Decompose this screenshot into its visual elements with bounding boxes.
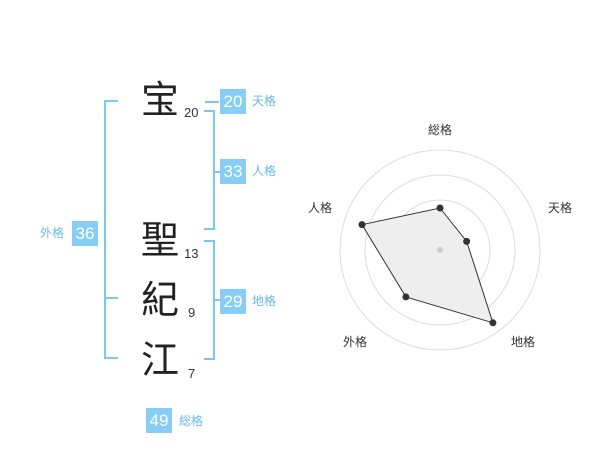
soukaku-value: 49 bbox=[146, 408, 172, 433]
radar-value-polygon bbox=[361, 207, 494, 324]
gaikaku-bracket-top bbox=[104, 100, 118, 102]
radar-point-3 bbox=[402, 293, 410, 301]
jinkaku-bracket-bottom bbox=[204, 228, 215, 230]
name-char-2: 聖 bbox=[141, 218, 180, 262]
soukaku-label: 総格 bbox=[179, 414, 204, 428]
jinkaku-value: 33 bbox=[220, 159, 246, 184]
radar-point-1 bbox=[463, 237, 471, 245]
jinkaku-bracket-vertical bbox=[213, 110, 215, 230]
chikaku-bracket-bottom bbox=[204, 358, 215, 360]
stroke-count-2: 13 bbox=[184, 246, 199, 261]
radar-axis-label-gaikaku: 外格 bbox=[343, 334, 367, 349]
radar-ring bbox=[339, 149, 541, 351]
gaikaku-value: 36 bbox=[72, 221, 98, 246]
chikaku-value: 29 bbox=[220, 289, 246, 314]
gaikaku-label: 外格 bbox=[40, 226, 65, 240]
chikaku-bracket-top bbox=[204, 240, 215, 242]
jinkaku-bracket-top bbox=[204, 110, 215, 112]
radar-center-dot bbox=[437, 247, 443, 253]
chikaku-bracket-stub bbox=[213, 299, 220, 301]
radar-point-0 bbox=[436, 204, 444, 212]
gaikaku-bracket-middle bbox=[104, 297, 118, 299]
stroke-count-1: 20 bbox=[184, 105, 199, 120]
name-char-3: 紀 bbox=[141, 278, 180, 322]
name-char-1: 宝 bbox=[141, 78, 180, 122]
jinkaku-label: 人格 bbox=[252, 164, 277, 178]
radar-axis-label-chikaku: 地格 bbox=[511, 334, 535, 349]
radar-axis-label-tenkaku: 天格 bbox=[548, 200, 572, 215]
radar-point-2 bbox=[489, 319, 497, 327]
jinkaku-bracket-stub bbox=[213, 171, 220, 173]
tenkaku-label: 天格 bbox=[252, 94, 277, 108]
radar-axis-label-jinkaku: 人格 bbox=[308, 200, 332, 215]
stroke-count-3: 9 bbox=[188, 305, 196, 320]
tenkaku-bracket-tick bbox=[205, 101, 219, 103]
stroke-count-4: 7 bbox=[188, 366, 196, 381]
gaikaku-bracket-vertical bbox=[104, 100, 106, 359]
radar-point-4 bbox=[358, 221, 366, 229]
radar-ring bbox=[364, 174, 516, 326]
radar-chart: 総格 天格 地格 外格 人格 bbox=[308, 122, 572, 351]
chikaku-label: 地格 bbox=[252, 294, 277, 308]
radar-axis-label-soukaku: 総格 bbox=[428, 122, 452, 137]
name-char-4: 江 bbox=[141, 338, 180, 382]
radar-points bbox=[358, 204, 497, 327]
tenkaku-value: 20 bbox=[220, 89, 246, 114]
gaikaku-bracket-bottom bbox=[104, 357, 118, 359]
